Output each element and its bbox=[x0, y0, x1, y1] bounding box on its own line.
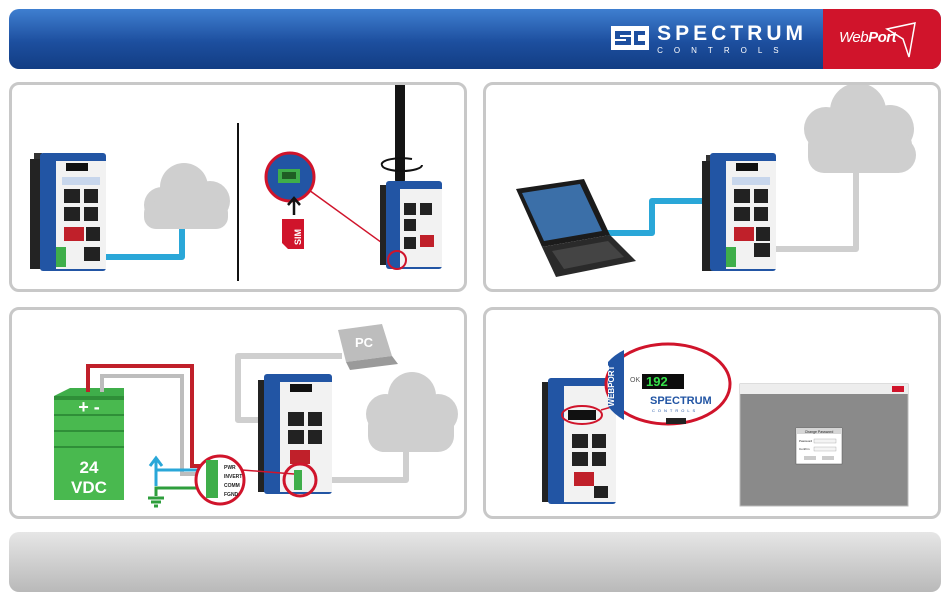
step-4-illustration: WEBPORT OK 192 SPECTRUM CONTROLS Change … bbox=[486, 310, 938, 516]
terminal-label-invert: INVERT bbox=[224, 474, 242, 480]
terminal-block-magnifier: PWR INVERT COMM FGND bbox=[196, 456, 244, 504]
svg-text:+ -: + - bbox=[78, 397, 100, 417]
terminal-label-pwr: PWR bbox=[224, 465, 236, 471]
sim-card: SIM bbox=[282, 219, 304, 249]
ethernet-cable bbox=[100, 225, 182, 257]
spectrum-controls-logo: SPECTRUM CONTROLS bbox=[657, 23, 807, 55]
sim-label: SIM bbox=[293, 229, 303, 245]
panel-step-3: PC + - 24 VDC bbox=[9, 307, 467, 519]
cloud-icon bbox=[366, 372, 458, 452]
brand-subtitle: CONTROLS bbox=[657, 46, 807, 55]
panel-step-1: SIM bbox=[9, 82, 467, 292]
webport-device bbox=[30, 153, 106, 271]
psu-voltage: 24 bbox=[80, 458, 99, 477]
wan-cable bbox=[770, 173, 856, 249]
device-brand-name: SPECTRUM bbox=[650, 395, 712, 407]
webport-device bbox=[702, 153, 776, 271]
webport-device bbox=[542, 378, 616, 504]
psu-unit: VDC bbox=[71, 478, 107, 497]
webport-logo: WebPort bbox=[823, 9, 941, 69]
spectrum-logo-icon bbox=[611, 26, 649, 50]
pc-label: PC bbox=[355, 335, 374, 350]
cloud-icon bbox=[144, 163, 230, 229]
device-brand-sub: CONTROLS bbox=[652, 408, 698, 413]
dialog-field-password: Password bbox=[799, 439, 813, 443]
panel-step-4: WEBPORT OK 192 SPECTRUM CONTROLS Change … bbox=[483, 307, 941, 519]
change-password-screenshot: Change Password Password Confirm bbox=[740, 384, 908, 506]
step-1-illustration: SIM bbox=[12, 85, 464, 289]
cloud-icon bbox=[804, 85, 916, 173]
laptop-icon bbox=[516, 179, 636, 277]
invert-arrow-icon bbox=[150, 458, 162, 486]
terminal-label-fgnd: FGND bbox=[224, 492, 239, 498]
webport-logo-text-a: Web bbox=[839, 29, 868, 46]
webport-device-with-antenna bbox=[380, 181, 442, 269]
footer-bar bbox=[9, 532, 941, 592]
step-2-illustration bbox=[486, 85, 938, 289]
sim-slot-magnifier bbox=[266, 153, 314, 201]
status-label: OK bbox=[630, 377, 640, 384]
ip-display-digits: 192 bbox=[646, 374, 668, 389]
panel-step-2 bbox=[483, 82, 941, 292]
terminal-label-comm: COMM bbox=[224, 483, 240, 489]
dialog-title: Change Password bbox=[805, 430, 834, 434]
webport-logo-text-b: Port bbox=[868, 29, 896, 46]
brand-name: SPECTRUM bbox=[657, 23, 807, 45]
device-side-label: WEBPORT bbox=[607, 365, 616, 406]
webport-device bbox=[258, 374, 332, 496]
display-magnifier: WEBPORT OK 192 SPECTRUM CONTROLS bbox=[606, 344, 730, 424]
power-supply-24vdc: + - 24 VDC bbox=[54, 388, 124, 500]
pc-laptop-icon: PC bbox=[338, 324, 398, 370]
header-banner: SPECTRUM CONTROLS WebPort bbox=[9, 9, 941, 69]
dialog-field-confirm: Confirm bbox=[799, 447, 810, 451]
step-3-illustration: PC + - 24 VDC bbox=[12, 310, 464, 516]
